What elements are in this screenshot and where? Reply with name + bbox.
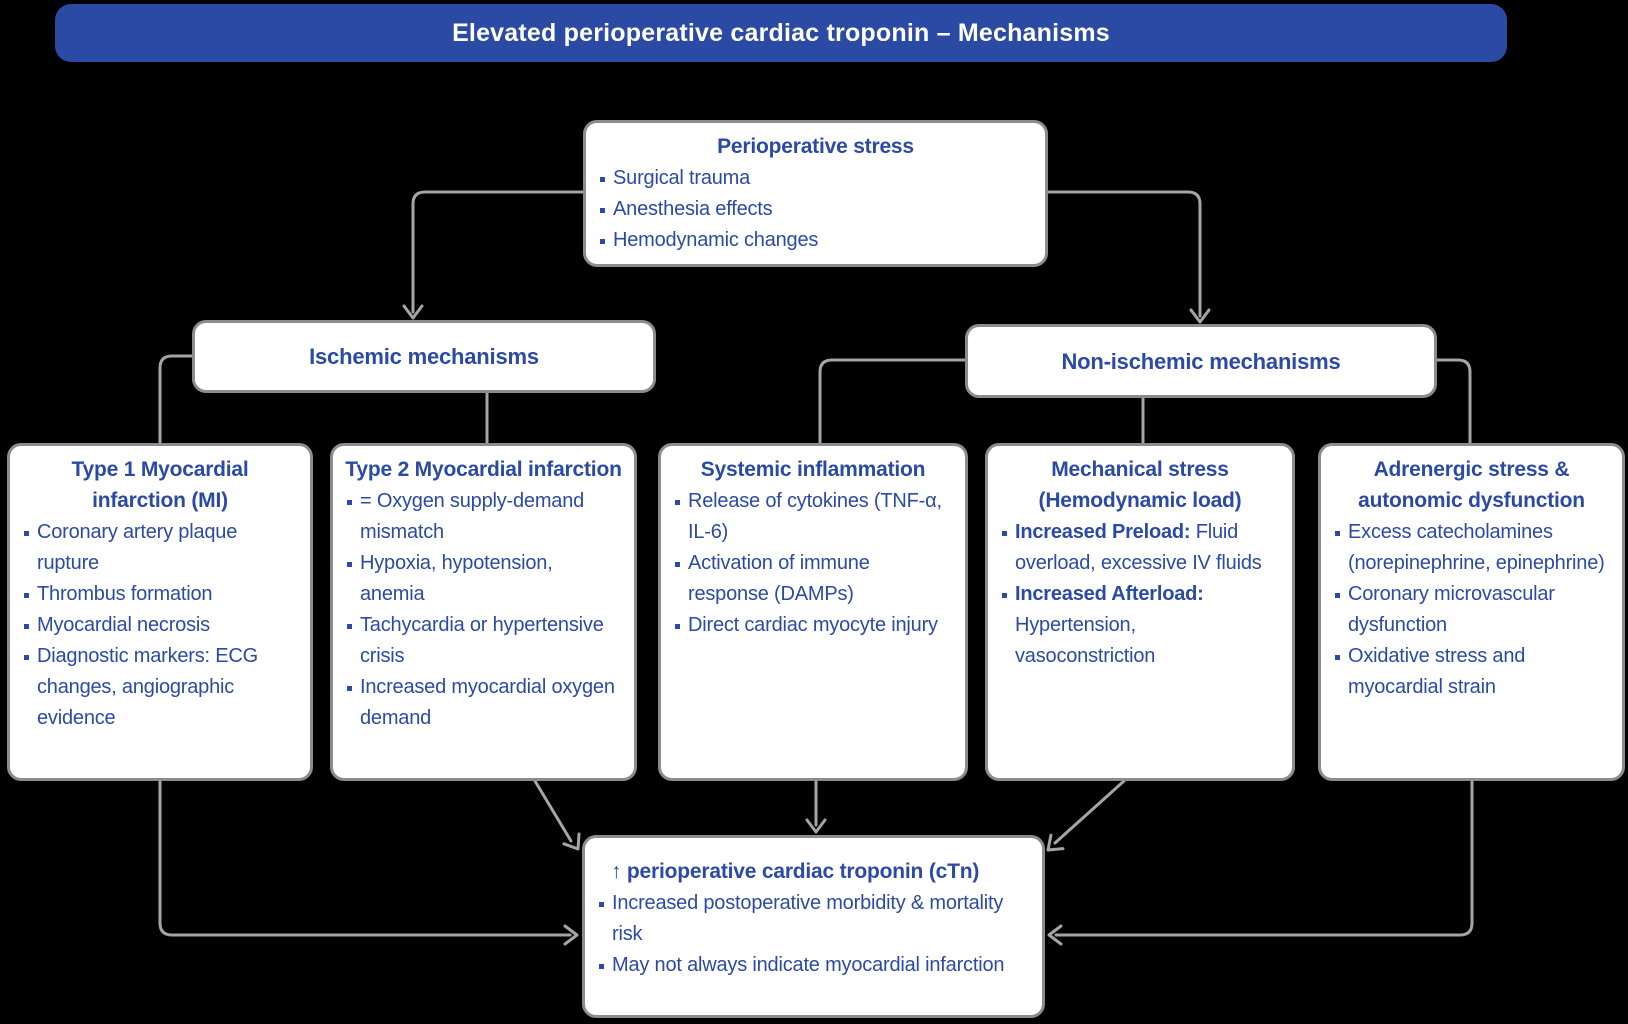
node-ischemic-mechanisms: Ischemic mechanisms: [192, 320, 656, 393]
bullet-item: Increased myocardial oxygen demand: [345, 672, 622, 734]
bullet-item: Activation of immune response (DAMPs): [673, 548, 953, 610]
bullet-item: Hypoxia, hypotension, anemia: [345, 548, 622, 610]
bullet-list: Release of cytokines (TNF-α, IL-6)Activa…: [673, 486, 953, 641]
connector-nonischemic-to-systemic: [818, 358, 969, 446]
node-title: Ischemic mechanisms: [309, 344, 539, 369]
node-title: Non-ischemic mechanisms: [1061, 348, 1341, 374]
bullet-item: Oxidative stress and myocardial strain: [1333, 641, 1610, 703]
bullet-item: Increased postoperative morbidity & mort…: [597, 888, 1030, 950]
node-systemic-inflammation: Systemic inflammation Release of cytokin…: [658, 443, 968, 781]
node-troponin-outcome: ↑ perioperative cardiac troponin (cTn) I…: [582, 835, 1045, 1018]
bullet-item: Excess catecholamines (norepinephrine, e…: [1333, 517, 1610, 579]
arrowhead-left-outcome: [1047, 924, 1063, 946]
bullet-item: Surgical trauma: [598, 163, 1033, 194]
bullet-item: = Oxygen supply-demand mismatch: [345, 486, 622, 548]
arrowhead-down-ischemic: [402, 304, 424, 320]
node-title: Systemic inflammation: [700, 458, 926, 481]
bullet-item: Hemodynamic changes: [598, 225, 1033, 256]
node-type1-mi: Type 1 Myocardial infarction (MI) Corona…: [7, 443, 313, 781]
bullet-item: Myocardial necrosis: [22, 610, 298, 641]
bullet-item: Thrombus formation: [22, 579, 298, 610]
bullet-item: Direct cardiac myocyte injury: [673, 610, 953, 641]
connector-stress-to-non-ischemic: [1046, 190, 1202, 318]
bullet-item: May not always indicate myocardial infar…: [597, 950, 1030, 981]
header-banner: Elevated perioperative cardiac troponin …: [55, 4, 1507, 62]
bullet-item: Anesthesia effects: [598, 194, 1033, 225]
node-title: ↑ perioperative cardiac troponin (cTn): [611, 860, 980, 883]
connector-type1-to-outcome: [158, 778, 572, 937]
bullet-item: Increased Preload: Fluid overload, exces…: [1000, 517, 1280, 579]
connector-ischemic-to-type1: [158, 354, 196, 446]
node-type2-mi: Type 2 Myocardial infarction = Oxygen su…: [330, 443, 637, 781]
bullet-item: Release of cytokines (TNF-α, IL-6): [673, 486, 953, 548]
bullet-item: Diagnostic markers: ECG changes, angiogr…: [22, 641, 298, 734]
node-non-ischemic-mechanisms: Non-ischemic mechanisms: [965, 324, 1437, 398]
connector-mechanical-to-outcome: [1053, 779, 1126, 845]
node-title: Type 1 Myocardial infarction (MI): [71, 458, 249, 512]
connector-type2-to-outcome: [533, 779, 573, 843]
connector-stress-to-ischemic: [411, 190, 585, 314]
bullet-item: Coronary artery plaque rupture: [22, 517, 298, 579]
arrowhead-right-outcome: [563, 924, 579, 946]
node-adrenergic-stress: Adrenergic stress & autonomic dysfunctio…: [1318, 443, 1625, 781]
bullet-list: Increased Preload: Fluid overload, exces…: [1000, 517, 1280, 672]
node-title: Mechanical stress (Hemodynamic load): [1038, 458, 1242, 512]
arrowhead-down-outcome: [805, 818, 827, 834]
bullet-item: Tachycardia or hypertensive crisis: [345, 610, 622, 672]
diagram-title: Elevated perioperative cardiac troponin …: [452, 18, 1110, 47]
node-title: Perioperative stress: [717, 135, 914, 158]
bullet-list: Increased postoperative morbidity & mort…: [597, 888, 1030, 981]
bullet-item: Coronary microvascular dysfunction: [1333, 579, 1610, 641]
node-title: Type 2 Myocardial infarction: [345, 458, 622, 481]
node-title: Adrenergic stress & autonomic dysfunctio…: [1358, 458, 1585, 512]
bullet-list: Excess catecholamines (norepinephrine, e…: [1333, 517, 1610, 703]
connector-nonischemic-to-adrenergic: [1433, 358, 1472, 446]
connector-adrenergic-to-outcome: [1054, 779, 1474, 937]
bullet-item: Increased Afterload: Hypertension, vasoc…: [1000, 579, 1280, 672]
node-mechanical-stress: Mechanical stress (Hemodynamic load) Inc…: [985, 443, 1295, 781]
arrowhead-down-non-ischemic: [1189, 308, 1211, 324]
arrowhead-diag-right-outcome: [1046, 833, 1065, 852]
